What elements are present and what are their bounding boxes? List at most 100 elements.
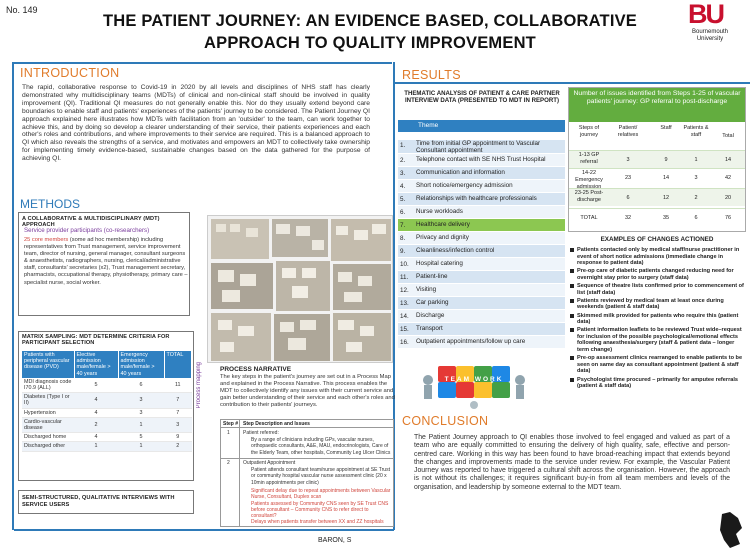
matrix-cell: 2	[74, 417, 118, 434]
changes-list: Patients contacted only by medical staff…	[570, 247, 744, 391]
issues-cell: 3	[626, 157, 630, 163]
author-name: BARON, S	[318, 537, 352, 544]
matrix-cell: 4	[74, 432, 118, 443]
theme-number: 8.	[400, 235, 406, 242]
introduction-text: The rapid, collaborative response to Cov…	[22, 84, 370, 163]
methods-heading: METHODS	[20, 197, 80, 211]
theme-number: 11.	[400, 274, 409, 281]
step-1-title: Patient referred:	[243, 430, 279, 436]
theme-label: Short notice/emergency admission	[416, 182, 513, 189]
process-mapping-label: Process mapping	[196, 362, 202, 409]
matrix-cell: 1	[74, 441, 118, 452]
list-item: Psychologist time procured – primarily f…	[570, 377, 744, 390]
list-item: 15.Transport	[398, 323, 565, 336]
logo-line-2: University	[696, 36, 724, 42]
theme-label: Healthcare delivery	[416, 221, 470, 228]
step-row-divider	[221, 458, 393, 459]
matrix-cell: 5	[118, 432, 164, 443]
theme-number: 2.	[400, 157, 406, 164]
logo-line-1: Bournemouth	[691, 29, 729, 35]
issues-count-title: Number of issues identified from Steps 1…	[569, 88, 745, 122]
semi-structured-box: SEMI-STRUCTURED, QUALITATIVE INTERVIEWS …	[18, 490, 194, 514]
theme-label: Cleanliness/infection control	[416, 247, 495, 254]
matrix-cell: 7	[164, 408, 192, 418]
theme-label: Patient-line	[416, 273, 448, 280]
issues-cell: 1-13 GP referral	[578, 152, 600, 165]
matrix-cell: MDI diagnosis code I70.9 (ALL)	[22, 377, 74, 394]
issues-cell: 6	[626, 195, 630, 201]
list-item: 9. Cleanliness/infection control	[398, 245, 565, 258]
top-frame-line	[12, 62, 392, 64]
matrix-cell: 2	[164, 441, 192, 452]
matrix-cell: 7	[164, 392, 192, 409]
step-col-divider	[239, 420, 240, 526]
step-table-header: Step # Step Description and Issues	[221, 420, 393, 428]
introduction-heading: INTRODUCTION	[20, 66, 120, 80]
list-item: 8.Privacy and dignity	[398, 232, 565, 245]
collab-title: A COLLABORATIVE & MULTIDISCIPLINARY (MDT…	[22, 216, 160, 228]
issues-cell: 2	[694, 195, 698, 201]
list-item: 7.Healthcare delivery	[398, 219, 565, 232]
issues-header-cell: Steps of journey	[578, 125, 600, 138]
theme-number: 10.	[400, 261, 409, 268]
puzzle-word: TEAM WORK	[444, 376, 504, 383]
title-line-2: APPROACH TO QUALITY IMPROVEMENT	[204, 34, 536, 52]
issues-cell: 42	[724, 175, 732, 181]
theme-number: 15.	[400, 326, 409, 333]
matrix-cell: Hypertension	[22, 408, 74, 418]
list-item: Sequence of theatre lists confirmed prio…	[570, 283, 744, 296]
issues-cell: 14	[724, 157, 732, 163]
theme-number: 16.	[400, 339, 409, 346]
matrix-header-cell: Patients with peripheral vascular diseas…	[22, 351, 75, 378]
matrix-table: Patients with peripheral vascular diseas…	[22, 351, 192, 452]
matrix-cell: Discharged other	[22, 441, 74, 452]
poster-title: THE PATIENT JOURNEY: AN EVIDENCE BASED, …	[80, 10, 660, 54]
list-item: 11. Patient-line	[398, 271, 565, 284]
list-item: Skimmed milk provided for patients who r…	[570, 313, 744, 326]
list-item: 2. Telephone contact with SE NHS Trust Ho…	[398, 154, 565, 167]
step-2-number: 2	[227, 460, 230, 466]
theme-number: 13.	[400, 300, 409, 307]
issues-cell: TOTAL	[580, 215, 598, 221]
center-frame-line	[393, 62, 395, 530]
matrix-sampling-box: MATRIX SAMPLING: MDT DETERMINE CRITERIA …	[18, 331, 194, 481]
poster-number: No. 149	[6, 5, 38, 15]
conclusion-heading: CONCLUSION	[402, 414, 489, 428]
theme-number: 14.	[400, 313, 409, 320]
theme-label: Discharge	[416, 312, 445, 319]
theme-label: Visiting	[416, 286, 437, 293]
conclusion-text: The Patient Journey approach to QI enabl…	[414, 434, 730, 491]
list-item: 6.Nurse workloads	[398, 206, 565, 219]
theme-number: 1.	[400, 142, 406, 149]
theme-label: Hospital catering	[416, 260, 463, 267]
issues-header-cell: Patients & staff	[683, 125, 709, 138]
matrix-header-row: Patients with peripheral vascular diseas…	[22, 351, 192, 378]
matrix-cell: 1	[118, 441, 164, 452]
theme-label: Relationships with healthcare profession…	[416, 195, 537, 202]
matrix-cell: Discharged home	[22, 432, 74, 443]
theme-number: 3.	[400, 170, 406, 177]
theme-label: Telephone contact with SE NHS Trust Hosp…	[416, 156, 546, 163]
issues-cell: 20	[724, 195, 732, 201]
step-col-header: Step #	[223, 421, 239, 427]
matrix-cell: Diabetes (Type I or II)	[22, 392, 74, 409]
changes-actioned: EXAMPLES OF CHANGES ACTIONED Patients co…	[568, 236, 746, 432]
issue-item: Patients assessed by Community CNS seen …	[251, 500, 389, 520]
issues-cell: 32	[624, 215, 632, 221]
list-item: 3.Communication and information	[398, 167, 565, 180]
step-2-text: Patient attends consultant team/nurse ap…	[251, 467, 390, 486]
theme-header-row: Theme	[398, 120, 565, 132]
matrix-cell: 3	[118, 408, 164, 418]
list-item: 1.Time from initial GP appointment to Va…	[398, 140, 565, 154]
theme-number: 9.	[400, 248, 406, 255]
step-1-number: 1	[227, 430, 230, 436]
process-narrative-title: PROCESS NARRATIVE	[220, 366, 292, 373]
issues-cell: 9	[664, 157, 668, 163]
list-item: Patients reviewed by medical team at lea…	[570, 298, 744, 311]
matrix-cell: 6	[118, 377, 164, 394]
